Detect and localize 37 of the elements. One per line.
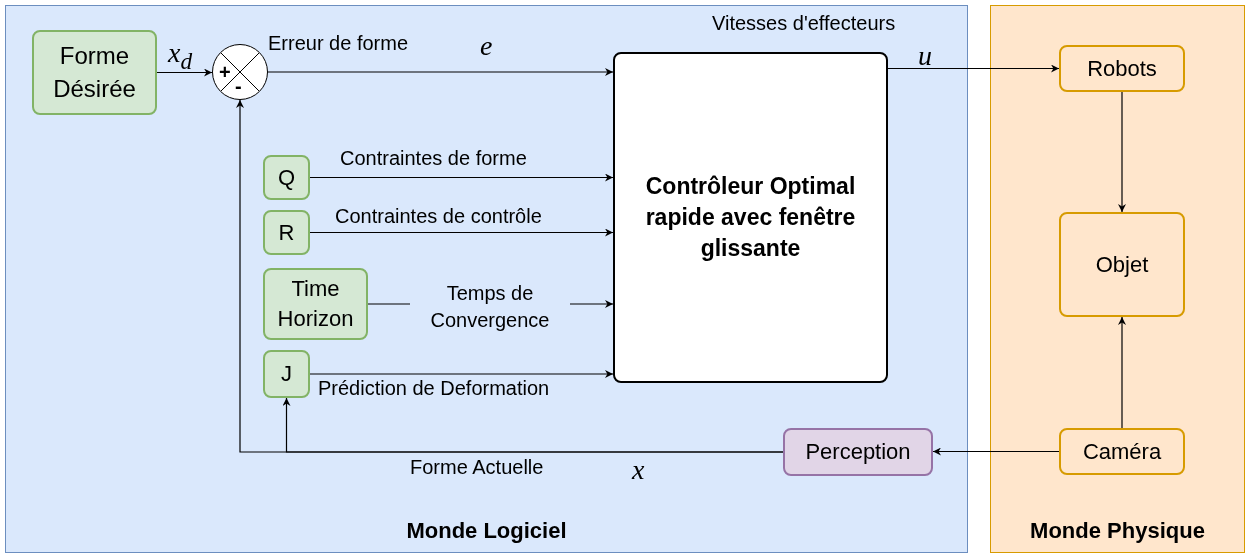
arrow xyxy=(156,68,213,77)
panel-title: Monde Logiciel xyxy=(405,518,568,544)
math-symbol: u xyxy=(918,42,932,70)
process-box: Robots xyxy=(1059,45,1185,92)
edge-label: Vitesses d'effecteurs xyxy=(712,11,897,36)
math-symbol: e xyxy=(480,32,493,60)
summing-junction xyxy=(212,44,268,100)
arrow xyxy=(932,447,1060,456)
parameter-box: R xyxy=(263,210,310,255)
edge-label: Forme Actuelle xyxy=(410,455,545,480)
arrow xyxy=(309,228,614,237)
software-world-panel xyxy=(5,5,968,553)
arrow xyxy=(1118,316,1126,429)
arrow xyxy=(309,173,614,182)
panel-title: Monde Physique xyxy=(1029,518,1206,544)
arrow xyxy=(1118,91,1126,213)
edge-label: Contraintes de forme xyxy=(340,146,528,171)
controller-box: Contrôleur Optimal rapide avec fenêtre glissante xyxy=(613,52,888,383)
edge-label: Prédiction de Deformation xyxy=(318,376,551,401)
physical-world-panel xyxy=(990,5,1245,553)
parameter-box: J xyxy=(263,350,310,398)
parameter-box: Time Horizon xyxy=(263,268,368,340)
math-symbol: x xyxy=(632,456,645,484)
edge-label: Erreur de forme xyxy=(268,31,410,56)
plus-sign: + xyxy=(219,62,231,82)
process-box: Perception xyxy=(783,428,933,476)
process-box: Caméra xyxy=(1059,428,1185,475)
minus-sign: - xyxy=(235,76,242,96)
arrow xyxy=(887,64,1060,73)
arrow xyxy=(282,397,784,453)
arrow xyxy=(267,68,614,76)
process-box: Objet xyxy=(1059,212,1185,317)
arrow xyxy=(309,370,614,378)
edge-label: x$_{d}$ xyxy=(168,36,194,76)
parameter-box: Q xyxy=(263,155,310,200)
edge-label: Contraintes de contrôle xyxy=(335,204,543,229)
process-box: Forme Désirée xyxy=(32,30,157,115)
